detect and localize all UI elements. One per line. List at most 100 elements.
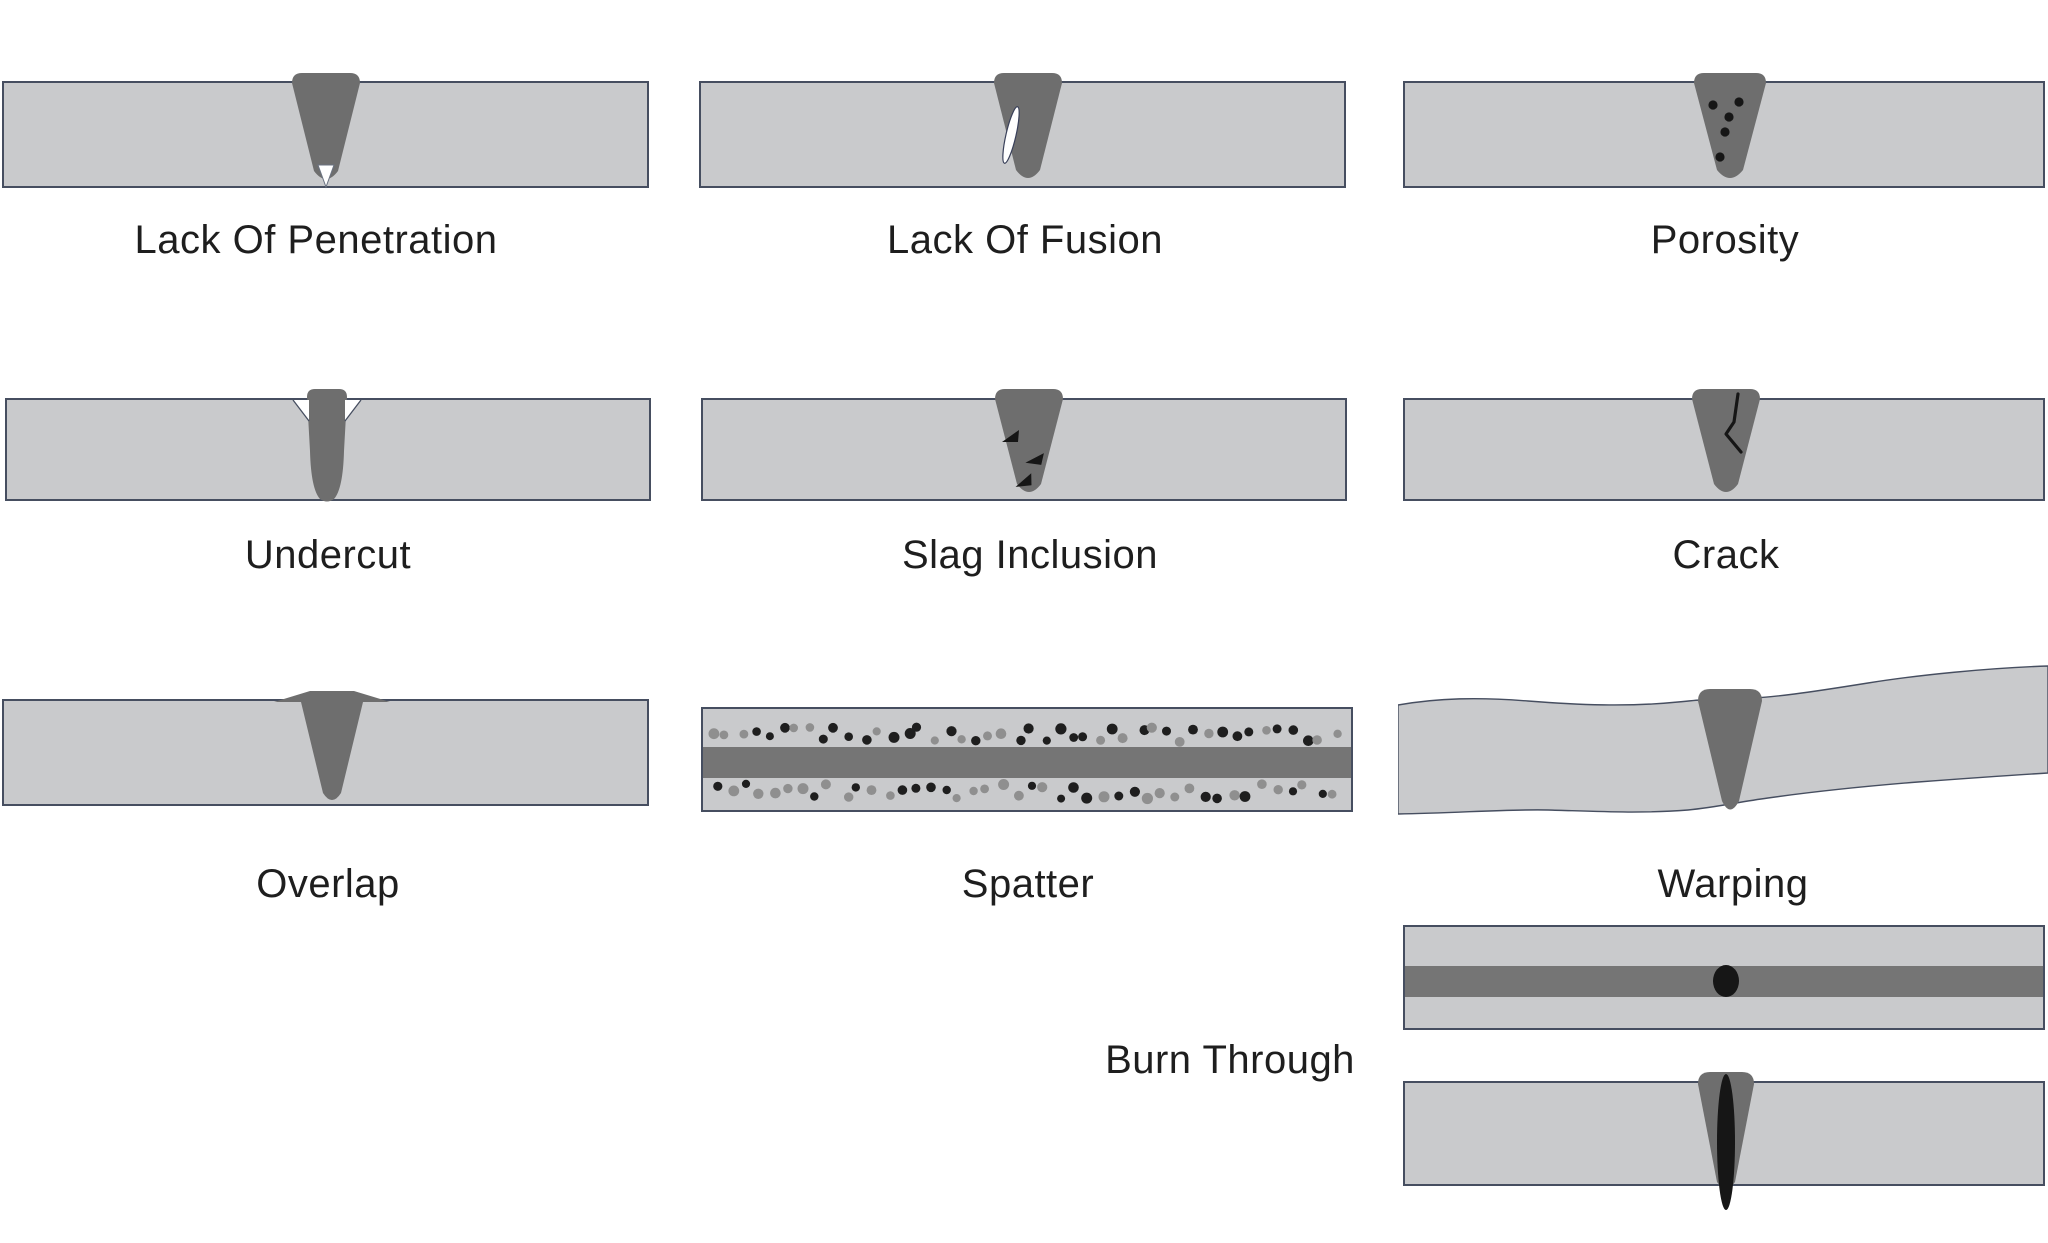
spatter-dot xyxy=(1170,792,1180,802)
spatter-dot xyxy=(719,730,729,740)
slag-speck xyxy=(1002,430,1019,442)
spatter-dot xyxy=(780,722,790,733)
panel-overlap xyxy=(2,690,650,812)
label-lack-of-fusion: Lack Of Fusion xyxy=(886,218,1163,262)
burn-hole-dot xyxy=(1713,965,1739,997)
spatter-dot xyxy=(1333,729,1342,738)
panel-warping xyxy=(1398,655,2048,840)
label-overlap: Overlap xyxy=(256,862,400,906)
weld-bead xyxy=(995,389,1063,492)
weld-bead xyxy=(1692,389,1760,492)
weld-bead-overlapping xyxy=(274,691,390,800)
spatter-dot xyxy=(810,792,819,801)
spatter-dot xyxy=(888,731,900,743)
spatter-dot xyxy=(1023,723,1034,734)
spatter-dot xyxy=(1318,789,1327,798)
spatter-dot xyxy=(886,791,895,800)
spatter-dot xyxy=(1114,791,1124,801)
spatter-dot xyxy=(946,726,957,737)
spatter-dot xyxy=(753,788,764,799)
porosity-illustration xyxy=(1403,73,2045,188)
spatter-dot xyxy=(1078,732,1088,742)
spatter-dot xyxy=(1273,785,1283,795)
spatter-dot xyxy=(942,785,951,795)
slag-speck xyxy=(1015,473,1032,487)
spatter-dot xyxy=(1174,737,1185,747)
spatter-dot xyxy=(1184,783,1195,794)
panel-spatter xyxy=(701,707,1353,812)
spatter-dot xyxy=(1288,787,1298,796)
spatter-dot xyxy=(1154,788,1165,799)
spatter-dot xyxy=(741,779,751,788)
weld-bead xyxy=(307,389,347,502)
spatter-dot xyxy=(1257,779,1267,789)
spatter-dot xyxy=(728,785,740,797)
spatter-dot xyxy=(971,736,981,746)
burn-through-bottom-illustration xyxy=(1403,1072,2045,1210)
groove-edge-left xyxy=(292,399,310,422)
label-spatter: Spatter xyxy=(961,862,1095,906)
spatter-dot xyxy=(1312,735,1322,745)
spatter-dot xyxy=(983,731,992,741)
spatter-dot xyxy=(998,779,1010,790)
pore-dot xyxy=(1734,97,1744,107)
pore-dot xyxy=(1708,100,1718,110)
panel-lack-of-penetration xyxy=(2,73,650,195)
spatter-dot xyxy=(1117,733,1128,744)
spatter-dot xyxy=(1239,791,1251,802)
pore-dot xyxy=(1724,112,1734,122)
label-burn-through: Burn Through xyxy=(1105,1038,1355,1082)
spatter-dot xyxy=(866,785,877,795)
spatter-dot xyxy=(911,722,922,732)
spatter-dot xyxy=(1098,791,1110,803)
lack-of-penetration-illustration xyxy=(2,73,649,189)
spatter-dot xyxy=(1042,736,1051,745)
label-lack-of-penetration: Lack Of Penetration xyxy=(134,218,498,262)
crack-line xyxy=(1724,392,1743,454)
spatter-dot xyxy=(1232,731,1243,742)
spatter-dot xyxy=(1200,791,1211,802)
spatter-dot xyxy=(1069,733,1079,742)
spatter-dot xyxy=(1096,735,1106,745)
spatter-dot xyxy=(828,722,838,733)
panel-lack-of-fusion xyxy=(699,73,1347,195)
panel-burn-through-top xyxy=(1403,925,2045,1030)
spatter-dot xyxy=(1146,722,1157,733)
spatter-dot xyxy=(1288,725,1299,735)
weld-bead xyxy=(994,73,1062,178)
spatter-dot xyxy=(1027,781,1037,790)
spatter-dot xyxy=(820,779,831,790)
spatter-dot xyxy=(862,735,872,745)
spatter-dot xyxy=(752,727,761,736)
crack-illustration xyxy=(1403,389,2045,501)
weld-bead xyxy=(1694,73,1766,178)
spatter-dot xyxy=(1303,735,1314,746)
label-slag-inclusion: Slag Inclusion xyxy=(901,533,1159,577)
spatter-dot xyxy=(765,732,774,741)
spatter-illustration xyxy=(701,707,1353,812)
weld-seam-stripe xyxy=(703,747,1351,778)
undercut-illustration xyxy=(5,389,651,502)
spatter-dot xyxy=(1141,792,1153,805)
spatter-dot xyxy=(995,728,1007,739)
spatter-dot xyxy=(1081,792,1093,804)
spatter-dot xyxy=(1244,727,1254,737)
spatter-dot xyxy=(797,783,809,795)
spatter-dot xyxy=(818,734,828,744)
spatter-dot xyxy=(770,787,781,799)
lack-of-fusion-illustration xyxy=(699,73,1346,188)
spatter-dot xyxy=(911,783,921,793)
label-porosity: Porosity xyxy=(1650,218,1800,262)
spatter-dot xyxy=(904,728,916,739)
spatter-dot xyxy=(739,729,749,739)
spatter-dot xyxy=(1204,728,1214,739)
weld-bead xyxy=(1698,689,1762,810)
spatter-dot xyxy=(1229,790,1240,801)
spatter-dot xyxy=(789,723,798,733)
spatter-dot xyxy=(952,794,961,803)
spatter-dot xyxy=(1217,726,1229,738)
spatter-dot xyxy=(1327,789,1337,799)
spatter-dot xyxy=(1262,726,1271,735)
pore-dot xyxy=(1720,127,1730,137)
spatter-dot xyxy=(1055,723,1067,735)
